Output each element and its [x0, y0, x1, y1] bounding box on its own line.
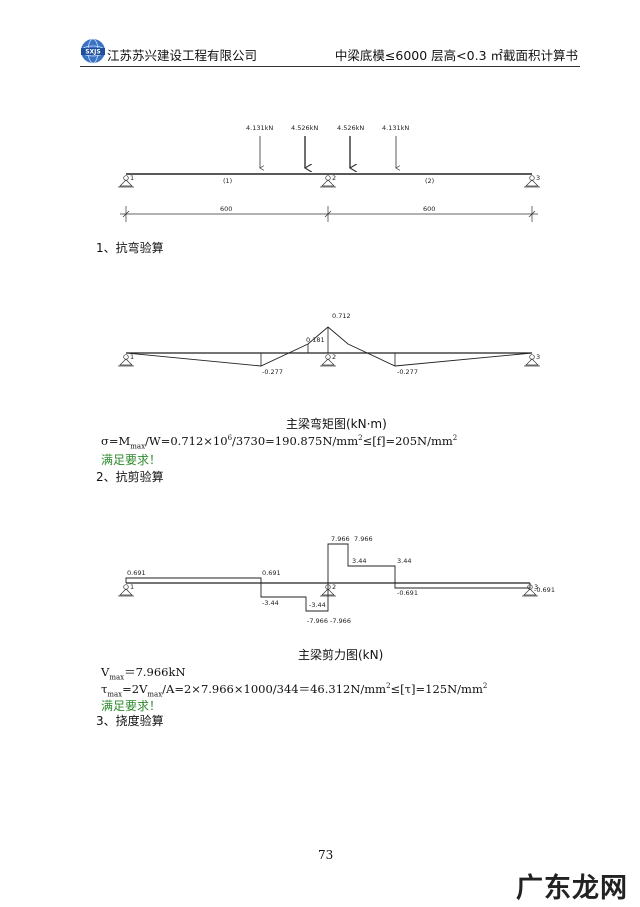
shear-label-6: 0.691 [262, 569, 281, 577]
dimension-label-1: 600 [220, 205, 232, 213]
load-diagram: 4.131kN 4.526kN 4.526kN 4.131kN 1 2 3 (1… [118, 124, 540, 222]
shear-label-2: 7.966 [354, 535, 373, 543]
support-2-icon [320, 175, 336, 188]
shear-label-9: -7.966 [307, 617, 328, 625]
svg-text:1: 1 [130, 583, 134, 591]
shear-label-1: 7.966 [331, 535, 350, 543]
moment-diagram: 1 2 3 0.712 0.181 -0.277 -0.277 [118, 312, 540, 376]
svg-text:1: 1 [130, 353, 134, 361]
dimension-label-2: 600 [423, 205, 435, 213]
section-2-heading: 2、抗剪验算 [96, 470, 164, 484]
node-label-1: 1 [130, 174, 134, 182]
shear-label-11: -0.691 [397, 589, 418, 597]
support-3-icon [524, 175, 540, 188]
shear-label-4: 3.44 [397, 557, 411, 565]
moment-label-3: -0.277 [262, 368, 283, 376]
svg-text:SXJS: SXJS [85, 49, 101, 56]
shear-label-8: -3.44 [309, 601, 326, 609]
shear-support-3-icon [522, 584, 538, 597]
shear-formula: τmax=2Vmax/A=2×7.966×1000/344＝46.312N/mm… [101, 682, 488, 699]
node-label-3: 3 [536, 174, 540, 182]
shear-label-7: -3.44 [262, 599, 279, 607]
node-label-2: 2 [332, 174, 336, 182]
moment-support-1-icon [118, 354, 134, 367]
moment-label-2: 0.181 [306, 336, 325, 344]
watermark-text: 广东龙网 [516, 873, 628, 904]
company-name: 江苏苏兴建设工程有限公司 [107, 48, 258, 63]
section-3-heading: 3、挠度验算 [96, 714, 164, 728]
support-1-icon [118, 175, 134, 188]
document-title: 中梁底模≤6000 层高<0.3 ㎡截面积计算书 [334, 48, 578, 63]
shear-support-1-icon [118, 584, 134, 597]
bending-result: 满足要求！ [101, 453, 162, 467]
moment-support-3-icon [524, 354, 540, 367]
moment-label-4: -0.277 [397, 368, 418, 376]
shear-diagram-caption: 主梁剪力图(kN) [298, 648, 384, 662]
load-label-3: 4.526kN [337, 124, 364, 132]
span-label-2: (2) [425, 177, 434, 185]
section-1-heading: 1、抗弯验算 [96, 241, 164, 255]
load-label-4: 4.131kN [382, 124, 409, 132]
svg-text:2: 2 [332, 583, 336, 591]
shear-label-10: -7.966 [330, 617, 351, 625]
svg-text:3: 3 [534, 583, 538, 591]
shear-diagram: 1 2 3 7.966 7.966 3.44 3.44 0.691 0.691 … [118, 535, 555, 625]
company-logo-icon: SXJS [80, 38, 106, 64]
shear-label-12: -0.691 [534, 586, 555, 594]
shear-support-2-icon [320, 584, 336, 597]
moment-diagram-caption: 主梁弯矩图(kN·m) [286, 417, 387, 431]
shear-vmax: Vmax＝7.966kN [101, 665, 186, 682]
shear-result: 满足要求！ [101, 699, 162, 713]
page-number: 73 [318, 848, 334, 862]
load-label-1: 4.131kN [246, 124, 273, 132]
moment-support-2-icon [320, 354, 336, 367]
page-header: SXJS 江苏苏兴建设工程有限公司 中梁底模≤6000 层高<0.3 ㎡截面积计… [80, 38, 580, 67]
svg-text:2: 2 [332, 353, 336, 361]
shear-label-3: 3.44 [352, 557, 366, 565]
span-label-1: (1) [223, 177, 232, 185]
load-label-2: 4.526kN [291, 124, 318, 132]
dimension-line [120, 206, 538, 222]
svg-text:3: 3 [536, 353, 540, 361]
moment-label-max: 0.712 [332, 312, 351, 320]
bending-formula: σ=Mmax/W=0.712×106/3730=190.875N/mm2≤[f]… [101, 434, 458, 451]
shear-label-5: 0.691 [127, 569, 146, 577]
